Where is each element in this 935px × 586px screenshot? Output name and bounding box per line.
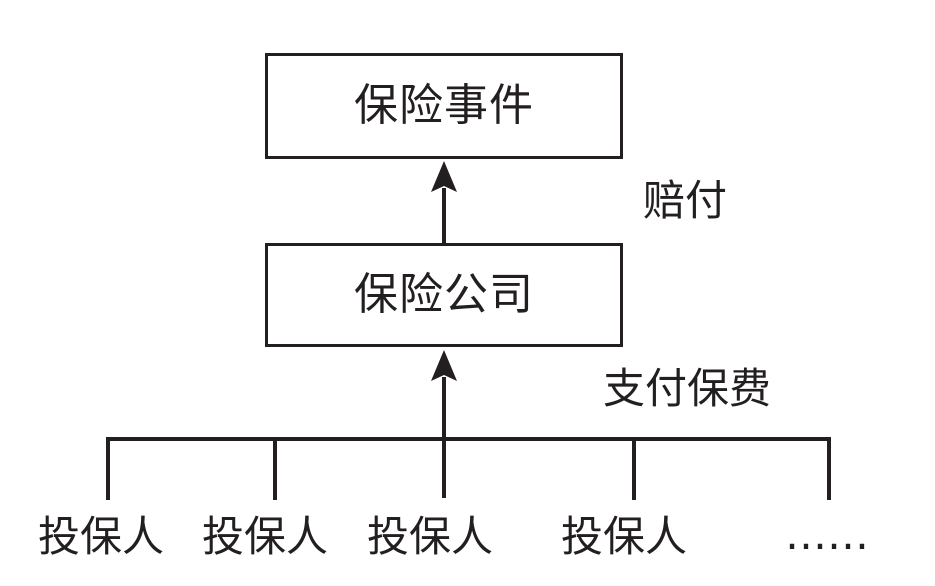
more-policyholders-ellipsis: …… — [785, 510, 869, 559]
policyholder-label: 投保人 — [367, 512, 494, 561]
premium-payment-label: 支付保费 — [603, 364, 772, 413]
policyholder-label: 投保人 — [561, 512, 688, 561]
insurance-event-label: 保险事件 — [354, 80, 534, 131]
insurance-event-box: 保险事件 — [265, 53, 623, 159]
insurance-company-box: 保险公司 — [265, 243, 623, 347]
insurance-company-label: 保险公司 — [354, 269, 534, 320]
arrow-head-up-icon — [431, 161, 457, 192]
policyholder-label: 投保人 — [38, 512, 165, 561]
policyholder-label: 投保人 — [202, 512, 329, 561]
policyholder-bracket — [106, 437, 831, 500]
claim-payment-label: 赔付 — [643, 176, 728, 225]
arrow-head-up-icon — [431, 350, 457, 381]
